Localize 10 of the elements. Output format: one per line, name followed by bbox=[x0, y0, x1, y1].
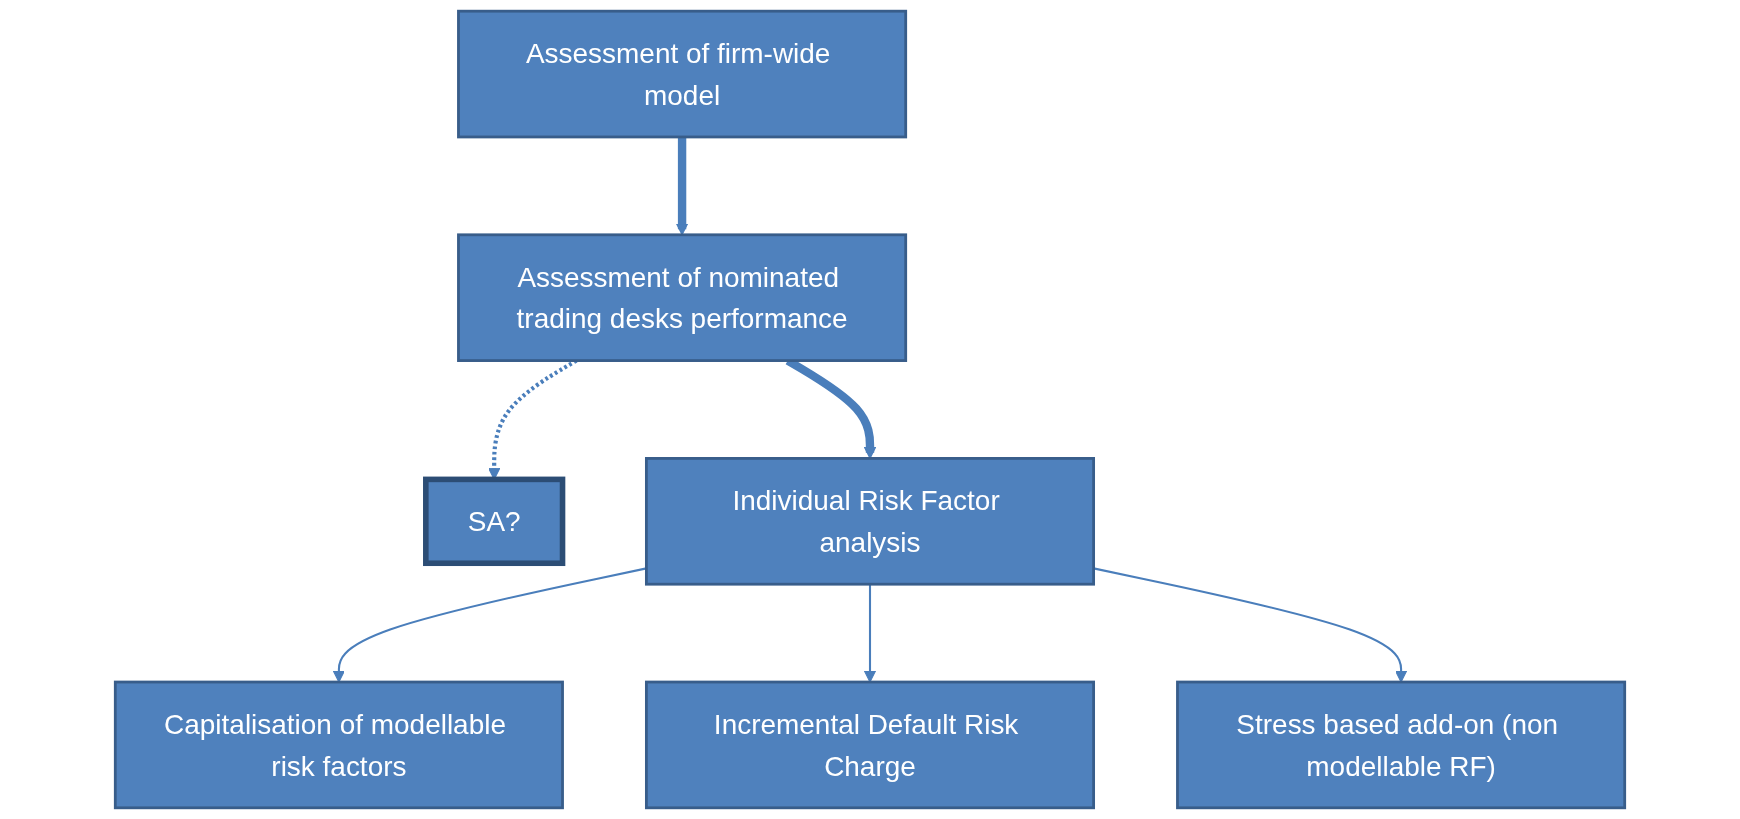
node-box: Capitalisation of modellable risk factors bbox=[113, 680, 564, 810]
node-box: SA? bbox=[423, 476, 566, 567]
node-box: Assessment of nominated trading desks performance bbox=[457, 233, 908, 362]
arrow bbox=[863, 584, 877, 683]
arrow bbox=[332, 567, 647, 683]
arrow bbox=[1093, 567, 1408, 683]
node-box: Individual Risk Factor analysis bbox=[645, 457, 1095, 586]
node-box: Stress based add-on (non modellable RF) bbox=[1176, 680, 1627, 810]
node-box: Assessment of firm-wide model bbox=[457, 9, 908, 139]
node-box: Incremental Default Risk Charge bbox=[645, 680, 1095, 810]
